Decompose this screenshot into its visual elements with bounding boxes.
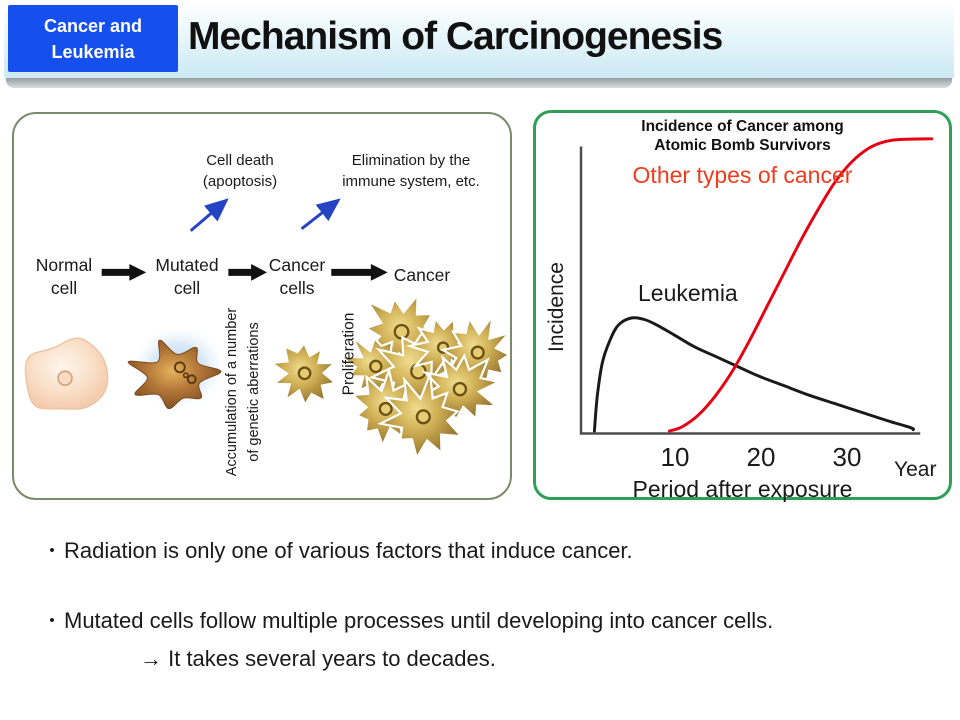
accumulation-vertical-label: Accumulation of a number of genetic aber… bbox=[224, 307, 262, 477]
incidence-chart bbox=[579, 137, 934, 435]
bullet-item-1: • Radiation is only one of various facto… bbox=[40, 536, 633, 566]
lesson-badge: Cancer and Leukemia bbox=[8, 5, 178, 72]
apoptosis-note: Cell death (apoptosis) bbox=[202, 152, 278, 190]
chart-title: Incidence of Cancer among Atomic Bomb Su… bbox=[536, 117, 949, 155]
x-tick-30: 30 bbox=[832, 442, 862, 472]
mutated-cell-nucleolus bbox=[186, 374, 197, 385]
cell-diagram-graphics bbox=[24, 198, 510, 461]
bullet-marker: • bbox=[49, 542, 55, 559]
curve-leukemia bbox=[592, 316, 915, 433]
cancer-cell-nucleus bbox=[415, 409, 431, 425]
mutated-cell-nucleolus bbox=[182, 372, 189, 379]
immune-note: Elimination by the immune system, etc. bbox=[342, 152, 480, 190]
header-shadow-bar bbox=[6, 78, 952, 88]
flow-label-mutated-cell: Mutated cell bbox=[155, 255, 219, 298]
series-label-leukemia: Leukemia bbox=[638, 280, 738, 306]
carcinogenesis-diagram-panel: Cell death (apoptosis) Elimination by th… bbox=[12, 112, 512, 500]
flow-label-cancer: Cancer bbox=[393, 265, 451, 285]
chart-axes bbox=[579, 146, 921, 435]
bullet-text-2: Mutated cells follow multiple processes … bbox=[64, 608, 774, 633]
cancer-cell-nucleus bbox=[369, 359, 383, 374]
incidence-chart-panel: Incidence of Cancer among Atomic Bomb Su… bbox=[533, 110, 952, 502]
proliferation-vertical-label: Proliferation bbox=[340, 312, 358, 396]
flow-label-cancer-cells: Cancer cells bbox=[268, 255, 326, 298]
chart-title-line2: Atomic Bomb Survivors bbox=[654, 137, 831, 154]
cancer-cell-nucleus bbox=[378, 401, 393, 417]
x-tick-20: 20 bbox=[746, 442, 776, 472]
flow-arrow-icon bbox=[331, 263, 388, 281]
bullet-text-1: Radiation is only one of various factors… bbox=[64, 538, 633, 563]
series-label-other-cancer: Other types of cancer bbox=[632, 162, 853, 188]
cancer-cell-nucleus bbox=[297, 366, 312, 381]
curve-other-types-of-cancer bbox=[667, 137, 934, 433]
cancer-cell-nucleus bbox=[452, 381, 468, 397]
y-axis-label: Incidence bbox=[545, 262, 568, 352]
flow-arrow-icon bbox=[228, 263, 267, 281]
x-axis-unit: Year bbox=[894, 458, 937, 481]
cancer-cell-nucleus bbox=[470, 345, 485, 360]
bullet-item-2: • Mutated cells follow multiple processe… bbox=[40, 606, 773, 636]
x-axis-label: Period after exposure bbox=[632, 476, 853, 502]
immune-escape-arrow-icon bbox=[300, 198, 341, 230]
normal-cell-nucleus bbox=[57, 370, 73, 387]
apoptosis-escape-arrow-icon bbox=[189, 198, 229, 232]
chart-title-line1: Incidence of Cancer among bbox=[641, 118, 844, 135]
bullet-subtext-arrow: → It takes several years to decades. bbox=[140, 646, 496, 671]
x-tick-10: 10 bbox=[660, 442, 690, 472]
cell-illustrations bbox=[24, 292, 510, 461]
page-title: Mechanism of Carcinogenesis bbox=[188, 15, 723, 58]
bullet-marker: • bbox=[49, 612, 55, 629]
flow-arrow-icon bbox=[101, 263, 147, 281]
mutated-cell-nucleolus bbox=[173, 361, 186, 374]
flow-label-normal-cell: Normal cell bbox=[35, 255, 93, 298]
mutated-cell-shape bbox=[127, 339, 222, 410]
